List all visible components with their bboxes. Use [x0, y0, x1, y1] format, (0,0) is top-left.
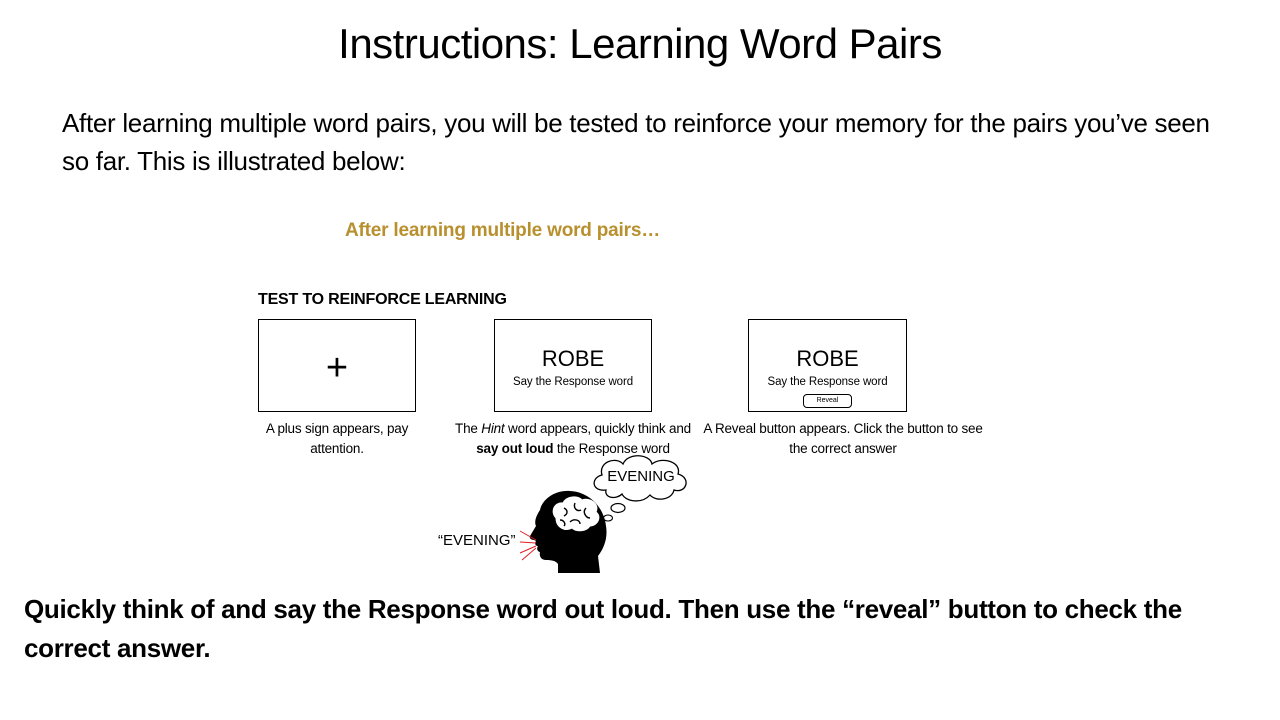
- panel-hint-word: ROBE Say the Response word: [494, 319, 652, 412]
- test-label: TEST TO REINFORCE LEARNING: [258, 291, 507, 308]
- panel-instruction: Say the Response word: [767, 376, 888, 388]
- thinking-head-illustration: EVENING “EVENING”: [438, 455, 687, 573]
- hint-word: ROBE: [796, 346, 859, 371]
- section-subhead: After learning multiple word pairs…: [345, 220, 660, 241]
- panel-reveal: ROBE Say the Response word Reveal: [748, 319, 907, 412]
- bottom-instruction: Quickly think of and say the Response wo…: [24, 594, 1182, 663]
- caption-reveal: A Reveal button appears. Click the butto…: [703, 421, 983, 456]
- caption-italic: Hint: [481, 421, 505, 436]
- caption-bold: say out loud: [476, 441, 554, 456]
- plus-sign-icon: +: [325, 347, 349, 389]
- panel-fixation: +: [258, 319, 416, 412]
- page-title: Instructions: Learning Word Pairs: [338, 20, 942, 67]
- intro-text: After learning multiple word pairs, you …: [62, 108, 1210, 176]
- spoken-word: “EVENING”: [438, 532, 516, 549]
- caption-fixation: A plus sign appears, pay attention.: [265, 421, 409, 456]
- brain-icon: [552, 496, 600, 532]
- caption-text: The: [455, 421, 482, 436]
- reveal-button[interactable]: Reveal: [803, 394, 852, 408]
- thought-bubble-icon: [593, 455, 687, 522]
- caption-hint: The Hint word appears, quickly think and…: [452, 419, 694, 459]
- hint-word: ROBE: [541, 346, 605, 371]
- thought-word: EVENING: [607, 468, 675, 485]
- caption-text: the Response word: [553, 441, 670, 456]
- panel-instruction: Say the Response word: [513, 376, 633, 388]
- speech-lines-icon: [519, 530, 537, 561]
- caption-text: word appears, quickly think and: [504, 421, 691, 436]
